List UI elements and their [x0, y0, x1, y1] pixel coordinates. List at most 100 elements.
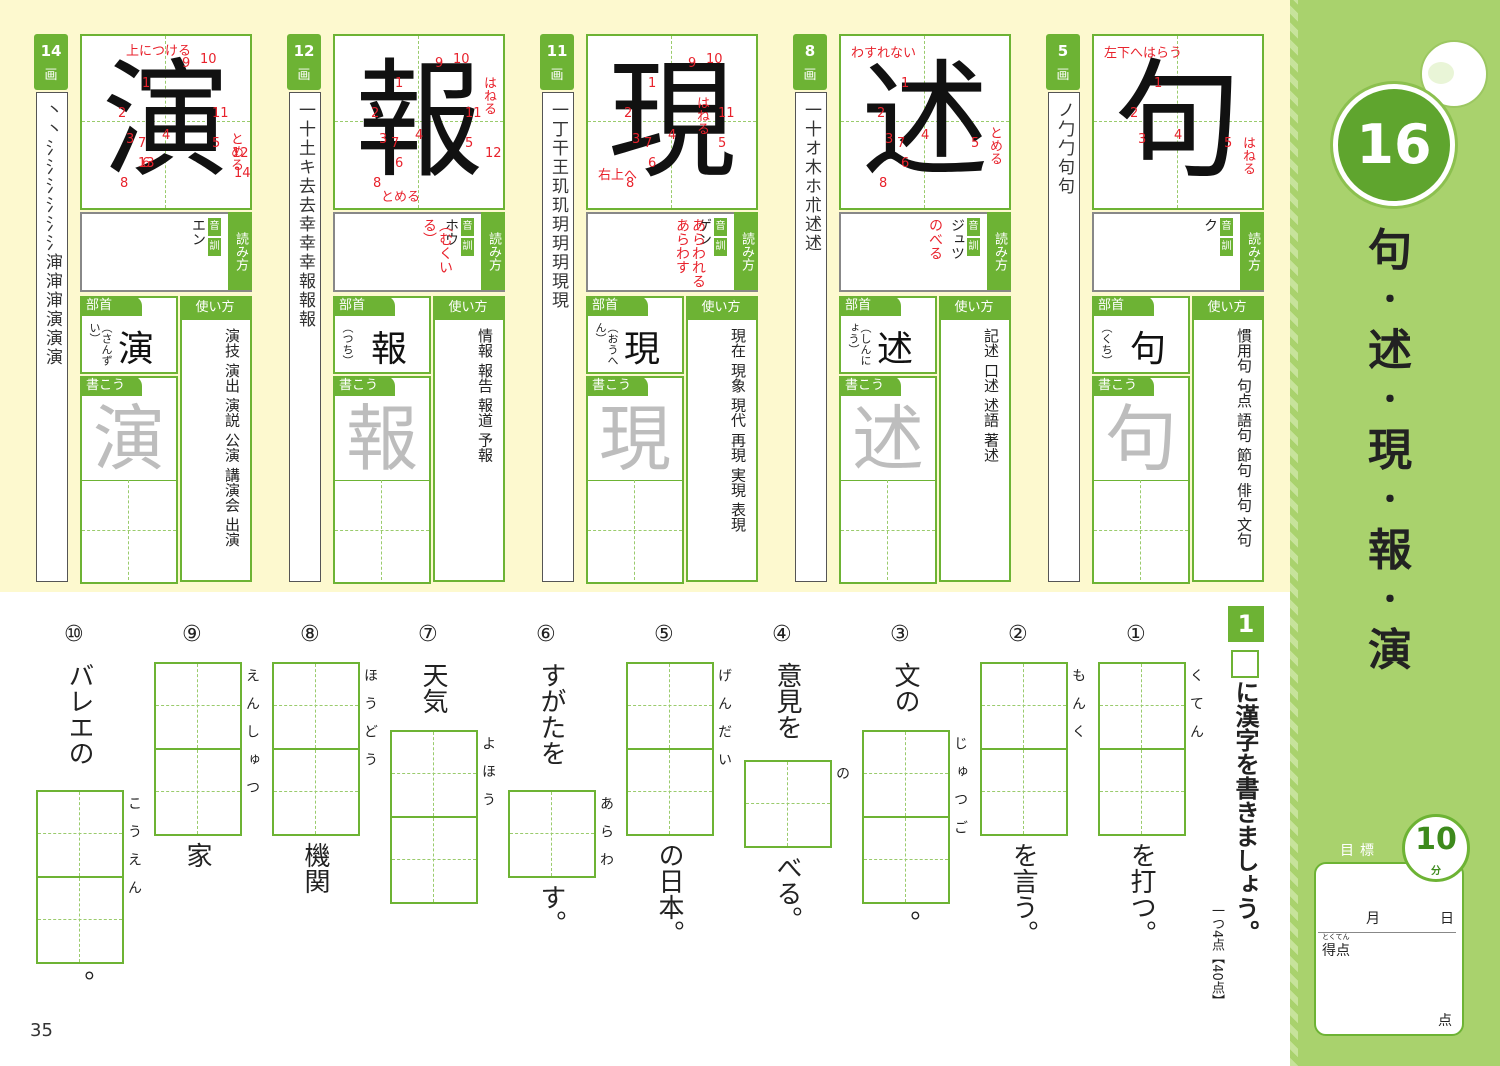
answer-cell[interactable] — [982, 750, 1066, 834]
guide-line — [671, 36, 672, 208]
model-kanji: 演 — [101, 47, 230, 196]
guide-line — [628, 791, 712, 792]
answer-cell[interactable] — [746, 762, 830, 846]
writing-tip: はねる — [481, 76, 496, 115]
guide-line — [418, 36, 419, 208]
answer-box[interactable] — [980, 662, 1068, 836]
score-divider — [1318, 932, 1456, 933]
trace-kanji: 述 — [851, 397, 924, 481]
answer-cell[interactable] — [1100, 750, 1184, 834]
answer-cell[interactable] — [982, 664, 1066, 750]
practice-divider — [335, 480, 429, 481]
answer-box[interactable] — [1098, 662, 1186, 836]
guide-line — [588, 121, 756, 122]
guide-line — [433, 818, 434, 902]
reading-label: 読み方 — [1240, 212, 1264, 290]
on-reading: ゲン — [696, 218, 712, 246]
practice-box: 書こう句 — [1092, 376, 1190, 584]
usage-label: 使い方 — [433, 296, 503, 320]
answer-box[interactable] — [862, 730, 950, 904]
answer-box[interactable] — [626, 662, 714, 836]
practice-box: 書こう現 — [586, 376, 684, 584]
on-reading: ホウ — [443, 218, 459, 246]
writing-tip: とめる — [228, 132, 243, 171]
answer-cell[interactable] — [392, 732, 476, 818]
answer-cell[interactable] — [628, 750, 712, 834]
reading-label: 読み方 — [228, 212, 252, 290]
instruction-text: に漢字を書きましょう。 — [1231, 680, 1259, 944]
question-text-after: 機関 — [300, 842, 330, 894]
radical-kanji: 報 — [371, 329, 408, 370]
answer-cell[interactable] — [628, 664, 712, 750]
answer-box[interactable] — [744, 760, 832, 848]
answer-cell[interactable] — [1100, 664, 1184, 750]
stroke-count: 8 — [804, 42, 816, 60]
answer-cell[interactable] — [510, 792, 594, 876]
answer-cell[interactable] — [156, 664, 240, 750]
title-separator: ・ — [1375, 283, 1405, 318]
answer-box[interactable] — [390, 730, 478, 904]
answer-box[interactable] — [272, 662, 360, 836]
guide-line — [1094, 121, 1262, 122]
stroke-number: 2 — [118, 106, 127, 121]
answer-box[interactable] — [154, 662, 242, 836]
goal-unit: 分 — [1431, 866, 1441, 877]
lesson-title-char: 報 — [1368, 525, 1412, 576]
stroke-order: 一丁干王玑玑玥玥玥現現 — [548, 101, 568, 310]
answer-box[interactable] — [508, 790, 596, 878]
furigana: こうえん — [126, 796, 142, 908]
answer-cell[interactable] — [274, 750, 358, 834]
stroke-number: 5 — [718, 136, 727, 151]
stroke-number: 4 — [668, 128, 677, 143]
stroke-number: 4 — [1174, 128, 1183, 143]
writing-tip: 左下へはらう — [1104, 46, 1183, 61]
guide-line — [746, 803, 830, 804]
guide-line — [1141, 750, 1142, 834]
answer-cell[interactable] — [38, 878, 122, 962]
stroke-number: 13 — [138, 156, 155, 171]
question-number: ① — [1126, 622, 1146, 647]
answer-cell[interactable] — [156, 750, 240, 834]
sheep-face-icon — [1428, 62, 1454, 84]
answer-cell[interactable] — [274, 664, 358, 750]
practice-divider — [1094, 480, 1188, 481]
practice-label: 書こう — [1092, 376, 1154, 396]
question-text-after: べる。 — [772, 854, 802, 932]
stroke-number: 3 — [126, 132, 135, 147]
radical-name: （つち） — [341, 322, 354, 366]
guide-line — [165, 36, 166, 208]
guide-line — [588, 530, 682, 531]
answer-cell[interactable] — [864, 818, 948, 902]
furigana: えんしゅつ — [244, 668, 260, 808]
question-text-after: 家 — [182, 842, 212, 868]
on-reading: ジュツ — [949, 218, 965, 260]
stroke-number: 5 — [971, 136, 980, 151]
writing-tip: とめる — [381, 190, 421, 205]
guide-line — [197, 664, 198, 748]
answer-cell[interactable] — [864, 732, 948, 818]
answer-cell[interactable] — [38, 792, 122, 878]
on-reading: ク — [1202, 218, 1218, 232]
trace-kanji: 報 — [345, 397, 418, 481]
stroke-order-strip: 丶丶氵氵氵氵氵氵渖渖渖演演演 — [36, 92, 68, 582]
stroke-number: 5 — [212, 136, 221, 151]
furigana: くてん — [1188, 668, 1204, 752]
usage-box: 使い方演技 演出 演説 公演 講演会 出演 — [180, 296, 252, 582]
guide-line — [905, 818, 906, 902]
question-text-before: 意見を — [772, 662, 802, 740]
stroke-number: 3 — [379, 132, 388, 147]
question-text-after: す。 — [536, 884, 566, 936]
answer-cell[interactable] — [392, 818, 476, 902]
stroke-number: 1 — [142, 76, 151, 91]
answer-box[interactable] — [36, 790, 124, 964]
question-number: ② — [1008, 622, 1028, 647]
guide-line — [82, 530, 176, 531]
lesson-title-char: 現 — [1368, 425, 1412, 476]
question-text-before: バレエの — [64, 662, 94, 766]
